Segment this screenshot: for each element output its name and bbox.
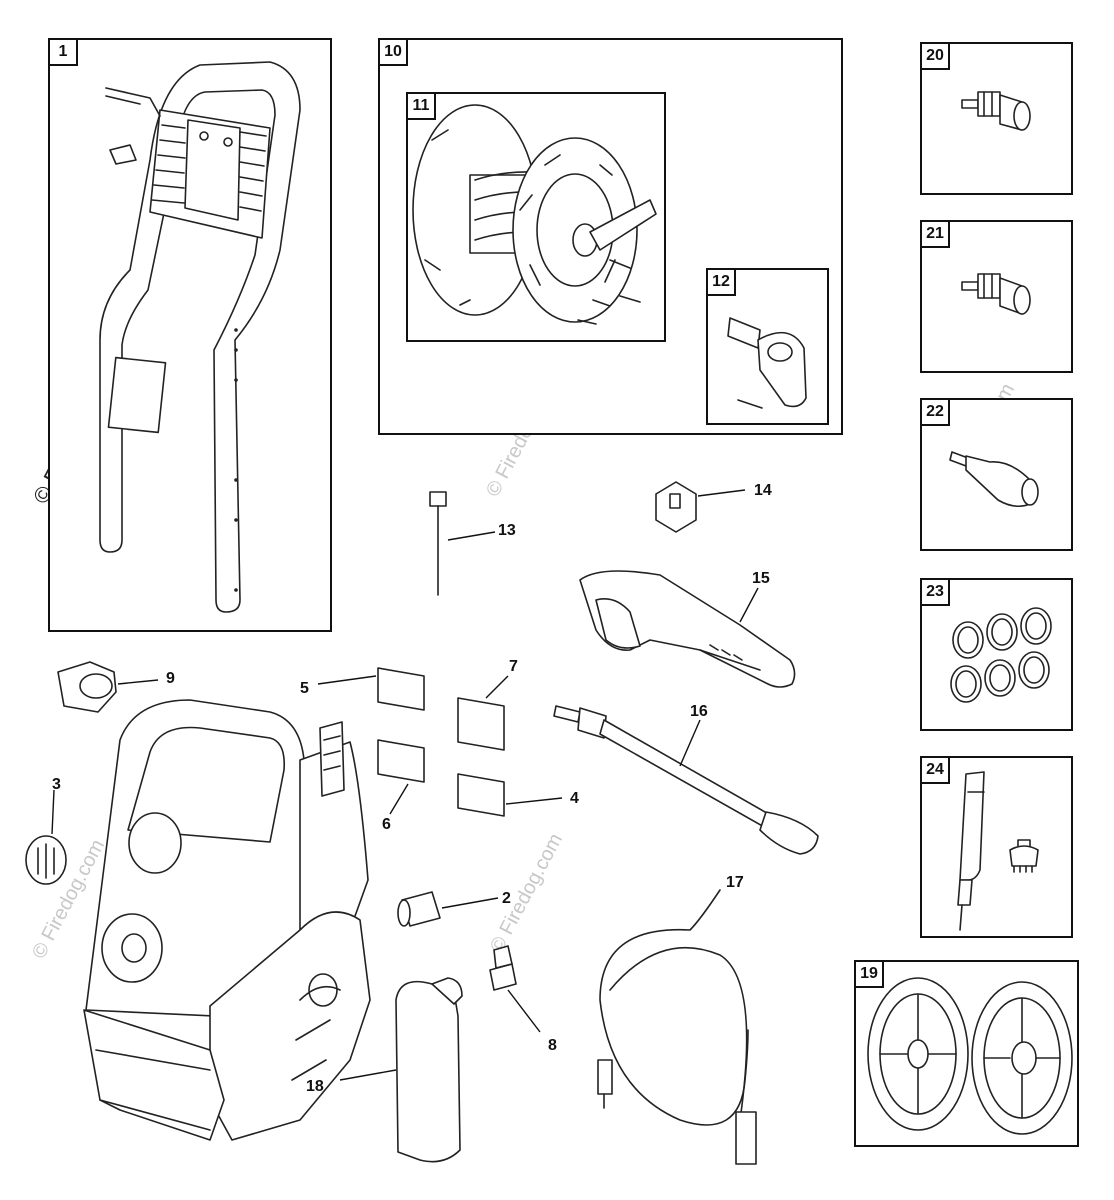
callout-8: 8 — [548, 1037, 557, 1054]
part-box-24: 24 — [920, 756, 1073, 938]
callout-13: 13 — [498, 522, 516, 539]
part-number-24: 24 — [922, 758, 950, 784]
wand-drawing — [553, 705, 819, 855]
callout-7: 7 — [509, 658, 518, 675]
wheels-drawing — [867, 977, 1073, 1135]
part-box-23: 23 — [920, 578, 1073, 731]
hose-reel-drawing — [412, 104, 657, 325]
fitting-20-drawing — [961, 91, 1031, 131]
brush-attachment-drawing — [957, 771, 1039, 931]
reel-handle-drawing — [727, 317, 807, 409]
callout-18: 18 — [306, 1078, 324, 1095]
part-number-19: 19 — [856, 962, 884, 988]
part-number-23: 23 — [922, 580, 950, 606]
detergent-tank-drawing — [339, 977, 463, 1163]
gun-clip-drawing — [655, 481, 746, 533]
fitting-21-drawing — [961, 273, 1031, 315]
part-number-22: 22 — [922, 400, 950, 426]
part-number-12: 12 — [708, 270, 736, 296]
callout-4: 4 — [570, 790, 579, 807]
part-number-1: 1 — [50, 40, 78, 66]
part-number-21: 21 — [922, 222, 950, 248]
reel-mount-drawing — [57, 661, 159, 713]
callout-17: 17 — [726, 874, 744, 891]
cap-drawing — [489, 945, 541, 1033]
pressure-washer-body-drawing — [83, 699, 371, 1141]
callout-2: 2 — [502, 890, 511, 907]
o-rings-drawing — [950, 607, 1052, 703]
hose-drawing — [597, 889, 757, 1165]
callout-3: 3 — [52, 776, 61, 793]
part-number-10: 10 — [380, 40, 408, 66]
handle-drawing — [99, 61, 301, 613]
spray-gun-drawing — [579, 570, 796, 688]
part-box-20: 20 — [920, 42, 1073, 195]
part-number-11: 11 — [408, 94, 436, 120]
decals-drawing — [317, 667, 563, 817]
coupler-drawing — [397, 891, 499, 927]
callout-16: 16 — [690, 703, 708, 720]
callout-15: 15 — [752, 570, 770, 587]
dipstick-drawing — [429, 491, 496, 596]
knob-drawing — [25, 789, 67, 885]
callout-14: 14 — [754, 482, 772, 499]
part-number-20: 20 — [922, 44, 950, 70]
turbo-nozzle-drawing — [949, 451, 1039, 508]
callout-9: 9 — [166, 670, 175, 687]
callout-5: 5 — [300, 680, 309, 697]
callout-6: 6 — [382, 816, 391, 833]
